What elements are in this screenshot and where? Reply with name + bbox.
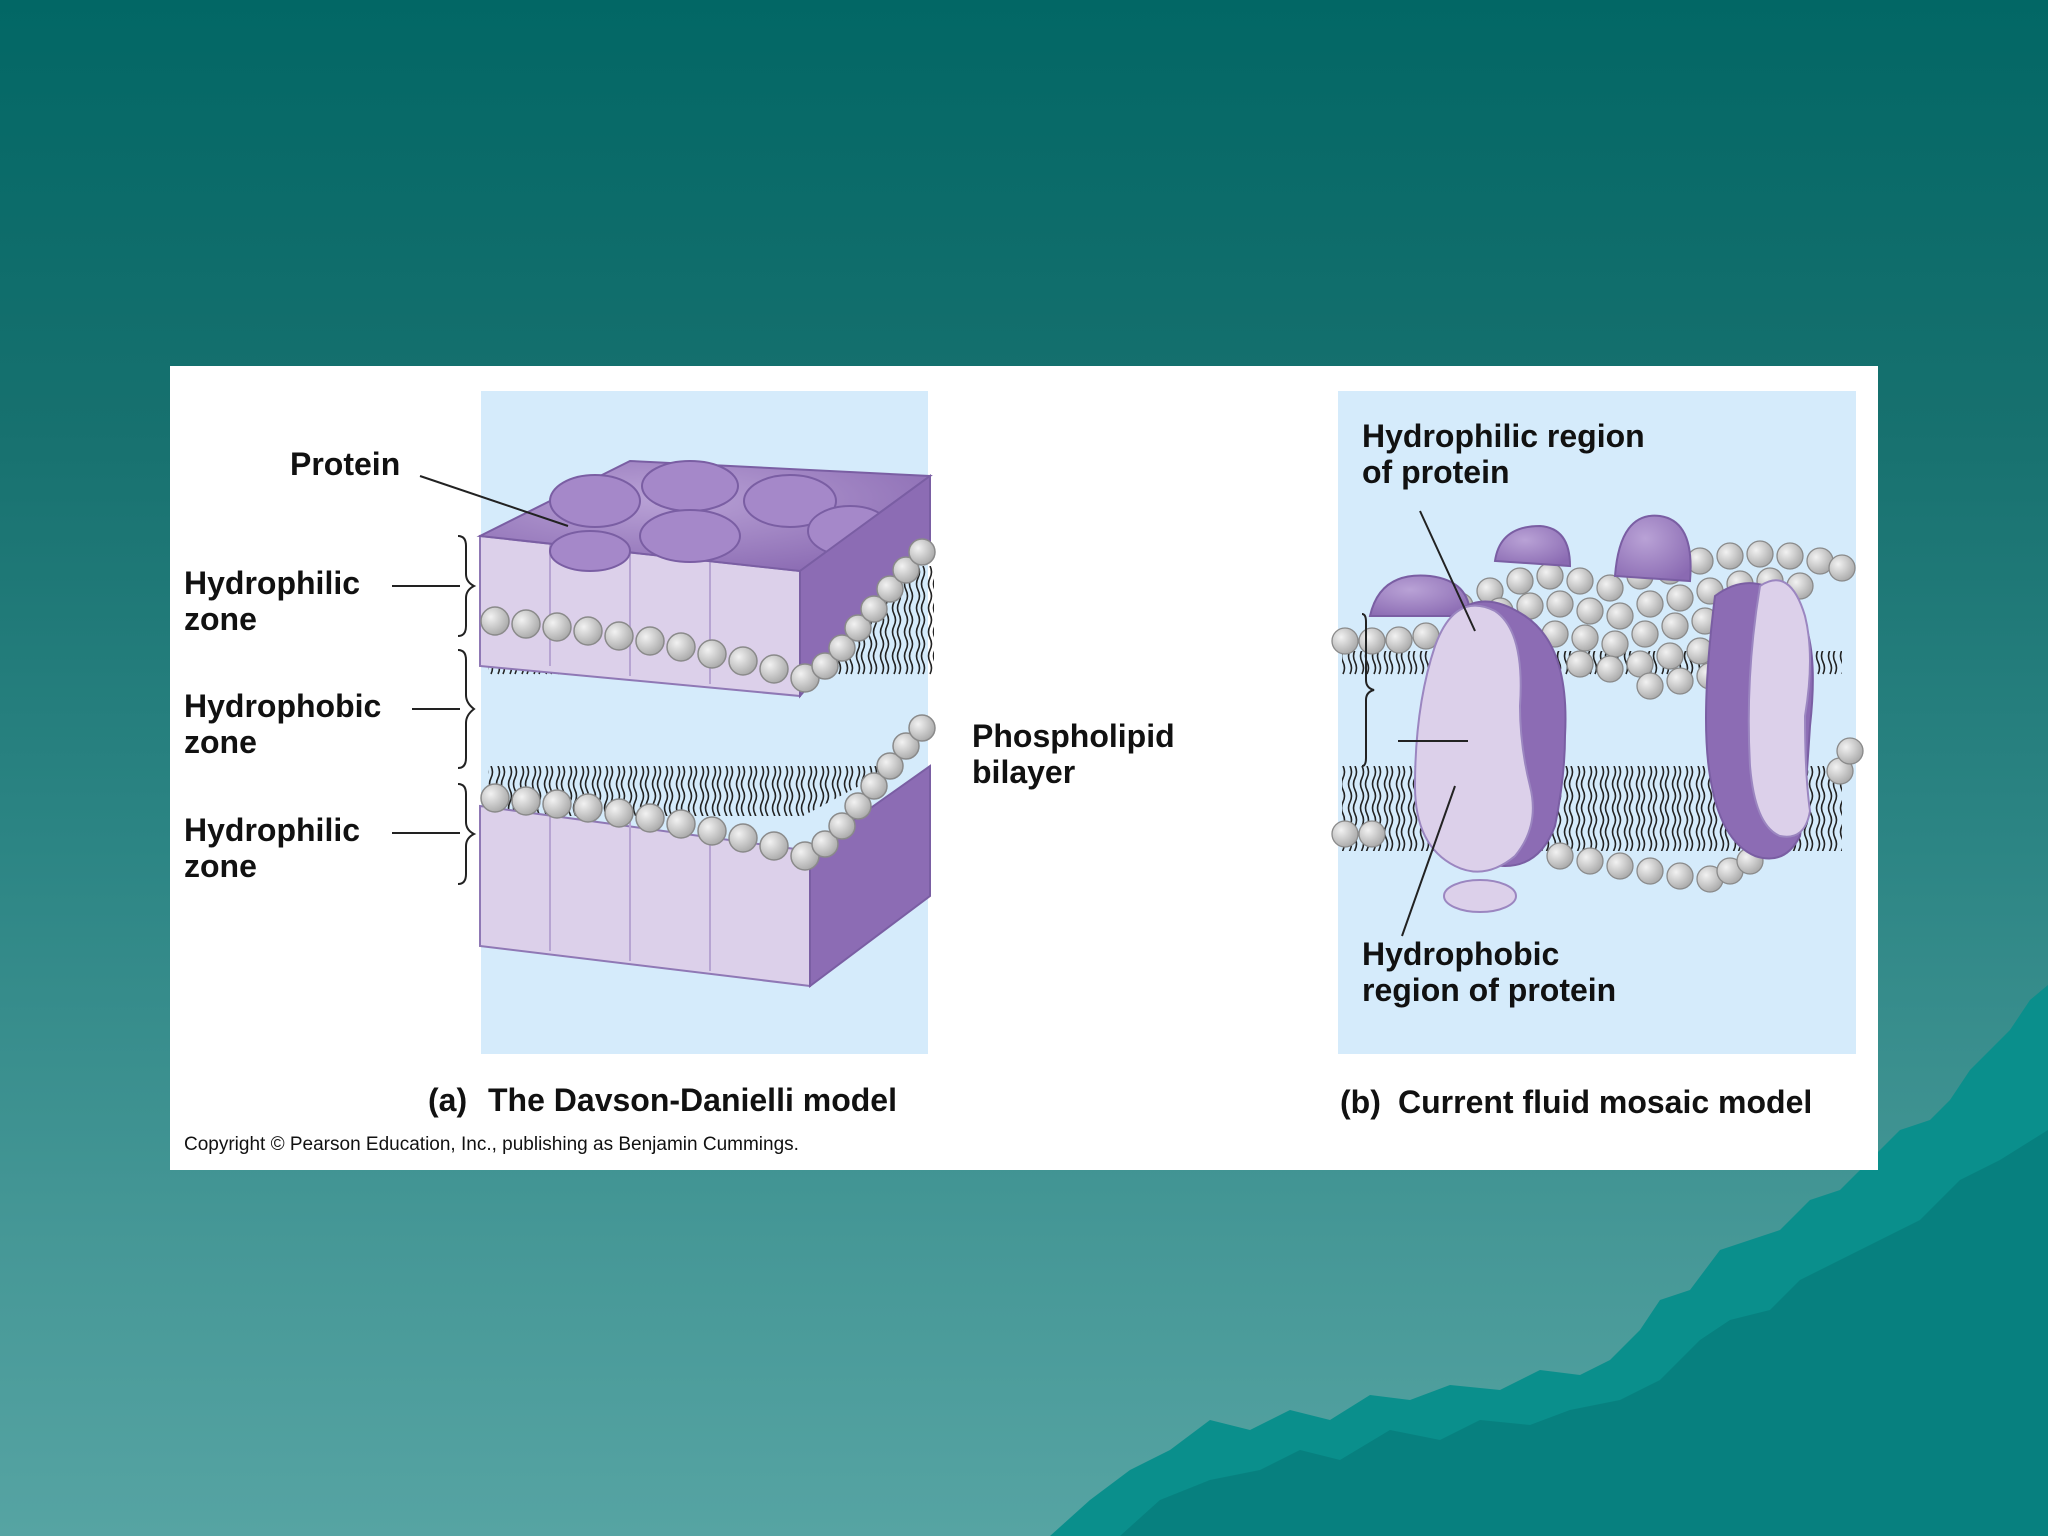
caption-b-letter: (b)	[1340, 1084, 1381, 1120]
label-phospholipid-1: Phospholipid	[972, 718, 1175, 754]
copyright-notice: Copyright © Pearson Education, Inc., pub…	[184, 1134, 799, 1155]
caption-a-text: The Davson-Danielli model	[488, 1082, 897, 1118]
membrane-diagram	[392, 391, 1864, 1054]
label-hydrophilic-top-2: zone	[184, 601, 257, 637]
label-hydrophilic-region-1: Hydrophilic region	[1362, 418, 1645, 454]
panel-a-leaders	[392, 475, 569, 885]
label-hydrophobic-1: Hydrophobic	[184, 688, 382, 724]
panel-b-leaders	[1361, 510, 1476, 937]
label-hydrophobic-region-1: Hydrophobic	[1362, 936, 1560, 972]
figure-panel: Protein Hydrophilic zone Hydrophobic zon…	[170, 366, 1878, 1170]
label-hydrophilic-bottom-1: Hydrophilic	[184, 812, 361, 848]
davson-danielli-block	[476, 459, 936, 988]
fluid-mosaic-block	[1331, 514, 1864, 913]
label-hydrophobic-region-2: region of protein	[1362, 972, 1617, 1008]
label-hydrophilic-bottom-2: zone	[184, 848, 257, 884]
caption-b-text: Current fluid mosaic model	[1398, 1084, 1813, 1120]
label-hydrophilic-region-2: of protein	[1362, 454, 1510, 490]
caption-a-letter: (a)	[428, 1082, 468, 1118]
label-hydrophilic-top-1: Hydrophilic	[184, 565, 361, 601]
label-protein: Protein	[290, 446, 401, 482]
label-hydrophobic-2: zone	[184, 724, 257, 760]
label-phospholipid-2: bilayer	[972, 754, 1076, 790]
